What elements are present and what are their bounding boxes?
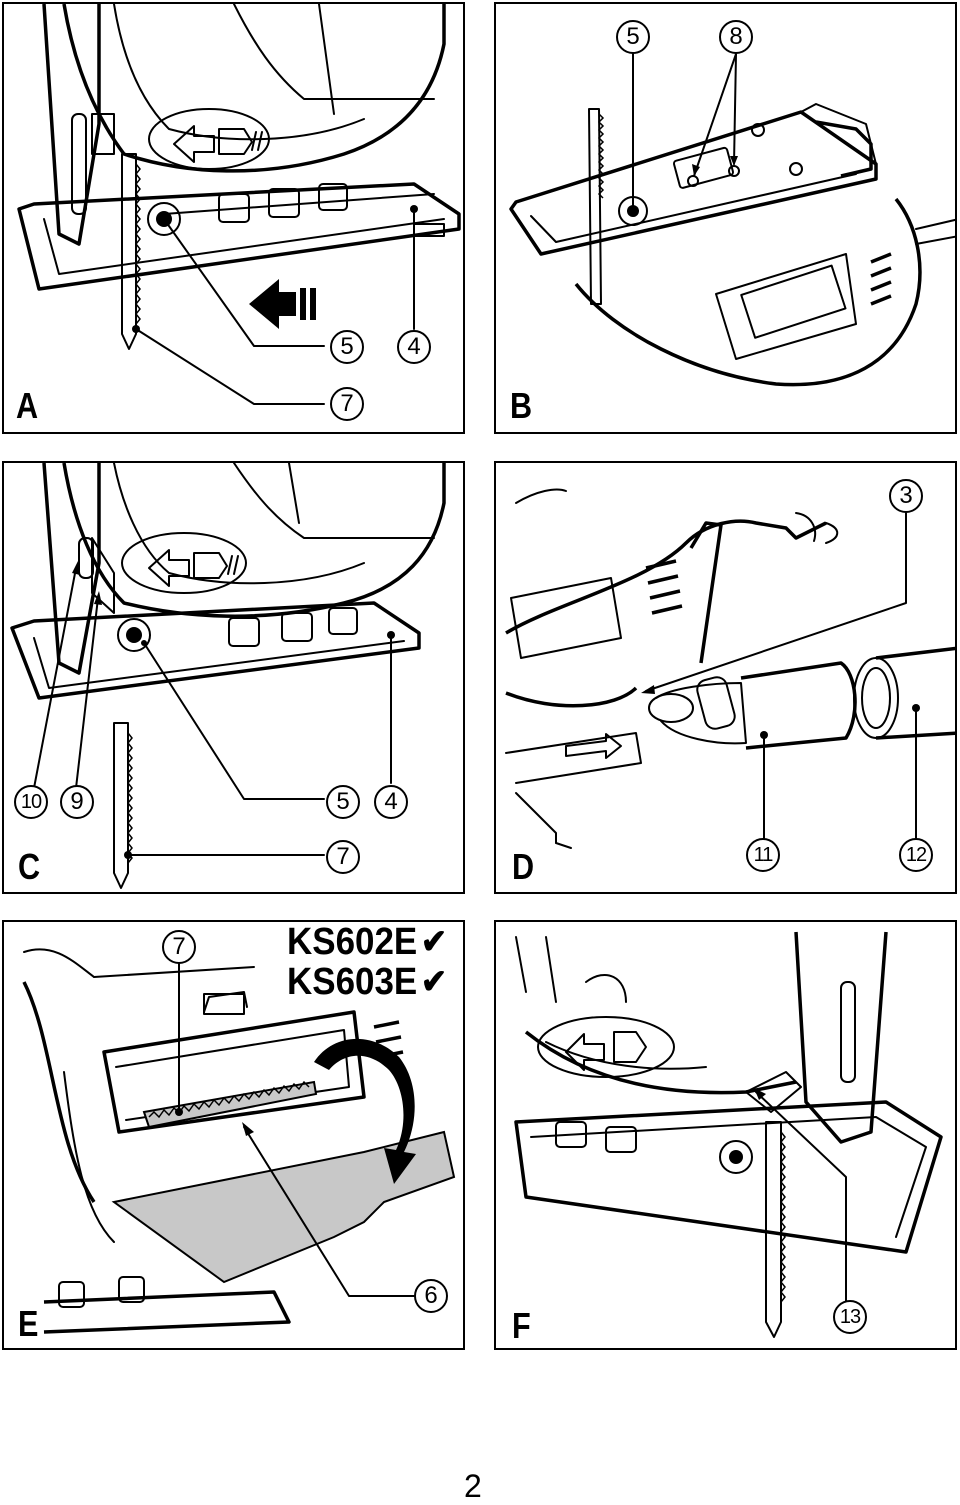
figure-panel-d: 3 11 12 D	[494, 461, 957, 894]
checkmark-icon: ✔	[420, 923, 448, 961]
callout-5: 5	[330, 330, 364, 364]
figure-panel-f: 13 F	[494, 920, 957, 1350]
callout-4: 4	[397, 330, 431, 364]
dust-extraction-illustration	[505, 488, 955, 849]
model-name: KS603E	[287, 961, 418, 1003]
callout-8: 8	[719, 20, 753, 54]
blade-guide-roller-illustration	[514, 931, 943, 1338]
panel-label-e: E	[18, 1303, 39, 1344]
figure-panel-c: 10 9 5 4 7 C	[2, 461, 465, 894]
panel-label-a: A	[16, 385, 39, 426]
callout-6: 6	[414, 1279, 448, 1313]
callout-4: 4	[374, 785, 408, 819]
model-list: KS602E ✔ KS603E ✔	[287, 922, 447, 1002]
page-number: 2	[464, 1468, 482, 1504]
panel-label-c: C	[18, 846, 41, 887]
panel-label-d: D	[512, 846, 535, 887]
blade-storage-illustration	[22, 948, 456, 1334]
callout-11: 11	[746, 838, 780, 872]
callout-9: 9	[60, 785, 94, 819]
model-ks602e: KS602E ✔	[287, 922, 447, 962]
figure-panel-a: 5 4 7 A	[2, 2, 465, 434]
panel-label-f: F	[512, 1305, 531, 1346]
callout-5: 5	[616, 20, 650, 54]
jigsaw-illustration	[17, 4, 461, 405]
figure-panel-e: 7 KS602E ✔ KS603E ✔ 6 E	[2, 920, 465, 1350]
callout-7: 7	[162, 930, 196, 964]
callout-3: 3	[889, 479, 923, 513]
callout-10: 10	[14, 785, 48, 819]
callout-7: 7	[326, 840, 360, 874]
panel-label-b: B	[510, 385, 533, 426]
model-name: KS602E	[287, 921, 418, 963]
model-ks603e: KS603E ✔	[287, 962, 447, 1002]
callout-7: 7	[330, 387, 364, 421]
checkmark-icon: ✔	[420, 963, 448, 1001]
callout-12: 12	[899, 838, 933, 872]
callout-13: 13	[833, 1300, 867, 1334]
figure-panel-b: 5 8 B	[494, 2, 957, 434]
callout-5: 5	[326, 785, 360, 819]
jigsaw-foot-illustration	[509, 53, 955, 387]
jigsaw-blade-removed-illustration	[10, 463, 446, 889]
